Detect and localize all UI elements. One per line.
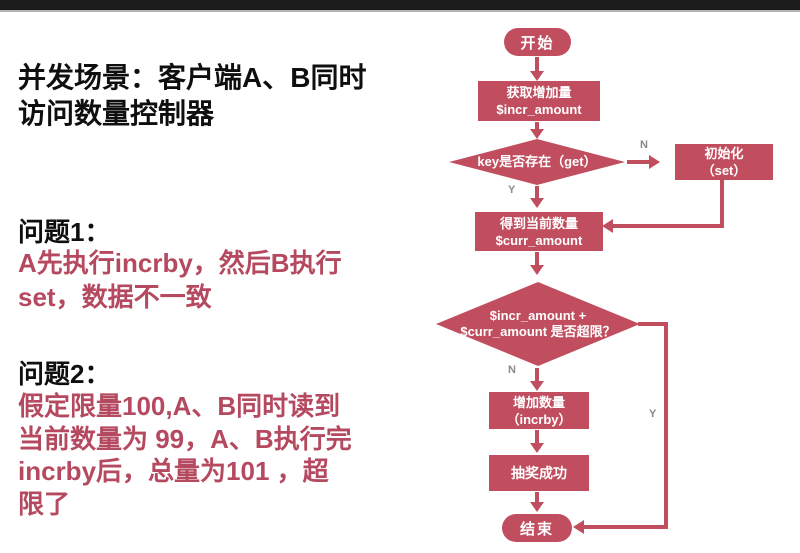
flow-decision-over-limit-line1: $incr_amount +	[489, 308, 587, 323]
edge-start-to-get-incr	[535, 57, 539, 72]
flow-decision-over-limit-line2: $curr_amount 是否超限？	[460, 324, 616, 339]
flow-node-incrby-line2: （incrby）	[506, 411, 572, 427]
problem2-body: 假定限量100,A、B同时读到 当前数量为 99，A、B执行完 incrby后，…	[18, 390, 428, 520]
flow-node-get-incr-amount: 获取增加量 $incr_amount	[478, 81, 600, 121]
edge-key-exists-to-get-curr	[535, 186, 539, 199]
flow-node-end: 结束	[502, 514, 572, 542]
edge-over-limit-to-end-bottom	[584, 525, 668, 529]
edge-incr-to-win	[535, 430, 539, 444]
flow-node-get-incr-line1: 获取增加量	[506, 85, 572, 100]
edge-get-incr-to-key-exists	[535, 122, 539, 130]
edge-over-limit-to-incr	[535, 368, 539, 382]
problem1-body: A先执行incrby，然后B执行 set，数据不一致	[18, 246, 428, 314]
edge-init-to-get-curr-arrowhead	[602, 219, 613, 233]
flow-node-init-line1: 初始化	[704, 146, 744, 161]
edge-key-exists-to-init-arrowhead	[649, 155, 660, 169]
edge-over-limit-to-incr-arrowhead	[530, 381, 544, 391]
edge-incr-to-win-arrowhead	[530, 443, 544, 453]
problem1-body-line2: set，数据不一致	[18, 282, 212, 312]
page-title-line1: 并发场景：客户端A、B同时	[18, 62, 367, 93]
edge-start-to-get-incr-arrowhead	[530, 71, 544, 81]
edge-win-to-end-arrowhead	[530, 502, 544, 512]
top-bar	[0, 0, 800, 12]
edge-init-to-get-curr-vertical	[720, 180, 724, 228]
problem1-body-line1: A先执行incrby，然后B执行	[18, 248, 342, 278]
flow-node-get-curr-line1: 得到当前数量	[499, 215, 578, 231]
edge-key-exists-to-get-curr-arrowhead	[530, 198, 544, 208]
edge-label-n1: N	[640, 139, 648, 151]
flow-decision-key-exists: key是否存在（get）	[449, 139, 625, 185]
edge-get-curr-to-over-limit	[535, 252, 539, 266]
page-title-line2: 访问数量控制器	[18, 98, 215, 129]
problem2-body-line1: 假定限量100,A、B同时读到	[18, 391, 341, 421]
edge-get-incr-to-key-exists-arrowhead	[530, 129, 544, 139]
page-title: 并发场景：客户端A、B同时 访问数量控制器	[18, 60, 418, 132]
flow-decision-key-exists-label: key是否存在（get）	[477, 154, 597, 169]
flow-decision-over-limit: $incr_amount + $curr_amount 是否超限？	[436, 282, 640, 366]
edge-get-curr-to-over-limit-arrowhead	[530, 265, 544, 275]
flow-node-get-incr-line2: $incr_amount	[496, 102, 582, 117]
edge-over-limit-to-end-arrowhead	[573, 520, 584, 534]
flow-node-end-label: 结束	[519, 520, 554, 538]
edge-over-limit-to-end-top	[638, 322, 668, 326]
flow-node-lottery-success-label: 抽奖成功	[511, 464, 567, 481]
edge-win-to-end	[535, 492, 539, 503]
problem2-body-line2: 当前数量为 99，A、B执行完	[18, 423, 352, 454]
flow-node-init-line2: （set）	[701, 163, 747, 178]
problem2-heading: 问题2：	[18, 359, 111, 389]
flow-node-start-label: 开始	[520, 34, 555, 52]
flow-node-start: 开始	[504, 28, 571, 56]
edge-key-exists-to-init	[627, 160, 649, 164]
edge-label-n2: N	[508, 364, 516, 376]
flow-node-get-curr-line2: $curr_amount	[495, 232, 583, 248]
edge-label-y1: Y	[508, 184, 516, 196]
flow-node-get-curr-amount: 得到当前数量 $curr_amount	[475, 212, 603, 251]
edge-init-to-get-curr-horizontal	[613, 224, 724, 228]
flow-node-incrby: 增加数量 （incrby）	[489, 392, 589, 429]
flow-node-init-set: 初始化 （set）	[675, 144, 773, 180]
edge-label-y2: Y	[649, 408, 657, 420]
problem2-body-line4: 限了	[18, 488, 71, 519]
flow-node-incrby-line1: 增加数量	[512, 394, 565, 410]
problem1-heading: 问题1：	[18, 217, 111, 247]
problem2-body-line3: incrby后，总量为101 ，超	[18, 456, 329, 486]
flow-node-lottery-success: 抽奖成功	[489, 455, 589, 491]
edge-over-limit-to-end-vertical	[664, 322, 668, 529]
